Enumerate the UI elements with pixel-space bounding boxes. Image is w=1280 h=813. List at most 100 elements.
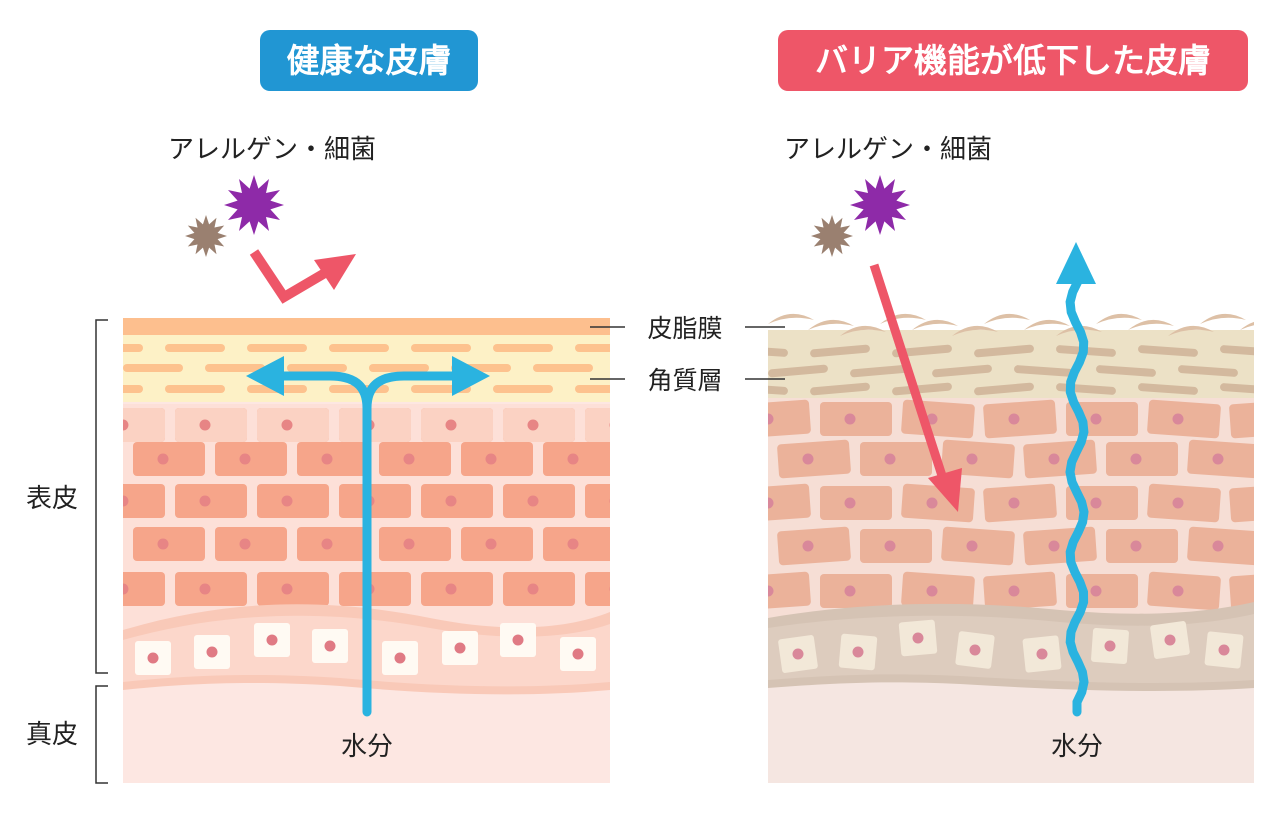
- water-escaping-arrow-head: [1056, 242, 1096, 284]
- cell-nucleus: [1008, 413, 1020, 425]
- epidermis-cell: [1229, 399, 1254, 439]
- cell-nucleus: [123, 495, 129, 507]
- allergen-bounce-arrow: [249, 249, 333, 304]
- damaged-title-badge: [778, 30, 1248, 91]
- basal-cells: [135, 623, 596, 675]
- cell-nucleus: [324, 640, 336, 652]
- cell-nucleus: [792, 648, 804, 660]
- cell-nucleus: [157, 538, 169, 550]
- epidermis-cell: [1023, 526, 1097, 566]
- cell-nucleus: [199, 419, 211, 431]
- epidermis-cell: [175, 408, 247, 442]
- cell-nucleus: [844, 585, 856, 597]
- cell-nucleus: [802, 453, 814, 465]
- cell-nucleus: [1090, 585, 1102, 597]
- cell-nucleus: [768, 413, 774, 425]
- epidermis-cell: [820, 486, 892, 520]
- cell-nucleus: [485, 453, 497, 465]
- damaged-water-label: 水分: [1051, 732, 1103, 762]
- epidermis-cell: [585, 408, 610, 442]
- epidermis-cell: [860, 529, 932, 563]
- cell-nucleus: [1090, 413, 1102, 425]
- corneum-dash: [165, 385, 225, 393]
- epidermis-cell: [1229, 483, 1254, 523]
- epidermis-cell: [983, 483, 1057, 523]
- corneum-dash: [850, 364, 910, 378]
- cell-nucleus: [239, 453, 251, 465]
- epidermis-cell: [123, 408, 165, 442]
- cell-nucleus: [1172, 497, 1184, 509]
- sebum-flake: [1024, 319, 1070, 330]
- sebum-label: 皮脂膜: [647, 314, 722, 343]
- cell-nucleus: [1212, 540, 1224, 552]
- epidermis-cell: [768, 399, 811, 439]
- cell-nucleus: [147, 652, 159, 664]
- cell-nucleus: [1090, 497, 1102, 509]
- water-arrow-head-right: [452, 356, 490, 396]
- epidermis-cell: [820, 574, 892, 608]
- cell-nucleus: [852, 646, 864, 658]
- sebum-flake: [1168, 325, 1214, 336]
- cell-nucleus: [844, 497, 856, 509]
- corneum-dash: [575, 385, 610, 393]
- corneum-dash: [575, 344, 610, 352]
- epidermis-cell: [768, 483, 811, 523]
- corneum-dashes: [768, 344, 1254, 396]
- cell-nucleus: [912, 632, 924, 644]
- healthy-title-badge: [260, 30, 478, 91]
- cell-nucleus: [966, 453, 978, 465]
- corneum-dash: [768, 364, 828, 378]
- epidermis-cell: [461, 442, 533, 476]
- cell-nucleus: [512, 634, 524, 646]
- epidermis-cell: [379, 527, 451, 561]
- epidermis-cell: [297, 527, 369, 561]
- corneum-dash: [165, 344, 225, 352]
- corneum-dash: [1138, 345, 1198, 357]
- cell-nucleus: [1255, 586, 1266, 597]
- cell-nucleus: [266, 634, 278, 646]
- corneum-dash: [1096, 365, 1156, 377]
- epidermis-cell: [503, 572, 575, 606]
- epidermis-cell: [175, 572, 247, 606]
- cell-nucleus: [1164, 634, 1176, 646]
- damaged-skin-panel: [768, 175, 1266, 783]
- sebum-flake: [1200, 313, 1246, 324]
- epidermis-cell: [983, 571, 1057, 611]
- cell-nucleus: [403, 538, 415, 550]
- epidermis-cell: [339, 408, 411, 442]
- corneum-dash: [247, 344, 307, 352]
- cell-nucleus: [567, 538, 579, 550]
- sebum-flake: [1128, 319, 1174, 330]
- cell-nucleus: [884, 453, 896, 465]
- cell-nucleus: [199, 495, 211, 507]
- epidermis-cell: [1023, 439, 1097, 479]
- cell-nucleus: [281, 583, 293, 595]
- healthy-title: 健康な皮膚: [287, 41, 452, 80]
- epidermis-cell: [1187, 526, 1254, 566]
- cell-nucleus: [844, 413, 856, 425]
- epidermis-cell: [1187, 439, 1254, 479]
- cell-nucleus: [1172, 413, 1184, 425]
- water-escaping-arrow: [1065, 277, 1089, 717]
- cell-nucleus: [1130, 540, 1142, 552]
- cell-nucleus: [1218, 644, 1230, 656]
- cell-nucleus: [1008, 585, 1020, 597]
- cell-nucleus: [1172, 585, 1184, 597]
- epidermis-cell: [901, 399, 975, 439]
- allergen-penetration-arrow-head: [928, 468, 962, 512]
- corneum-dash: [123, 344, 143, 352]
- cell-nucleus: [445, 419, 457, 431]
- cell-nucleus: [1212, 453, 1224, 465]
- epidermis-cell: [543, 527, 610, 561]
- corneum-dash: [493, 344, 553, 352]
- cell-nucleus: [527, 419, 539, 431]
- corneum-dash: [123, 364, 183, 372]
- cell-nucleus: [239, 538, 251, 550]
- sebum-flake: [984, 313, 1030, 324]
- epidermis-cell: [339, 572, 411, 606]
- sebum-flake: [880, 313, 926, 324]
- sebum-film: [123, 318, 610, 335]
- cell-nucleus: [321, 538, 333, 550]
- corneum-dash: [493, 385, 553, 393]
